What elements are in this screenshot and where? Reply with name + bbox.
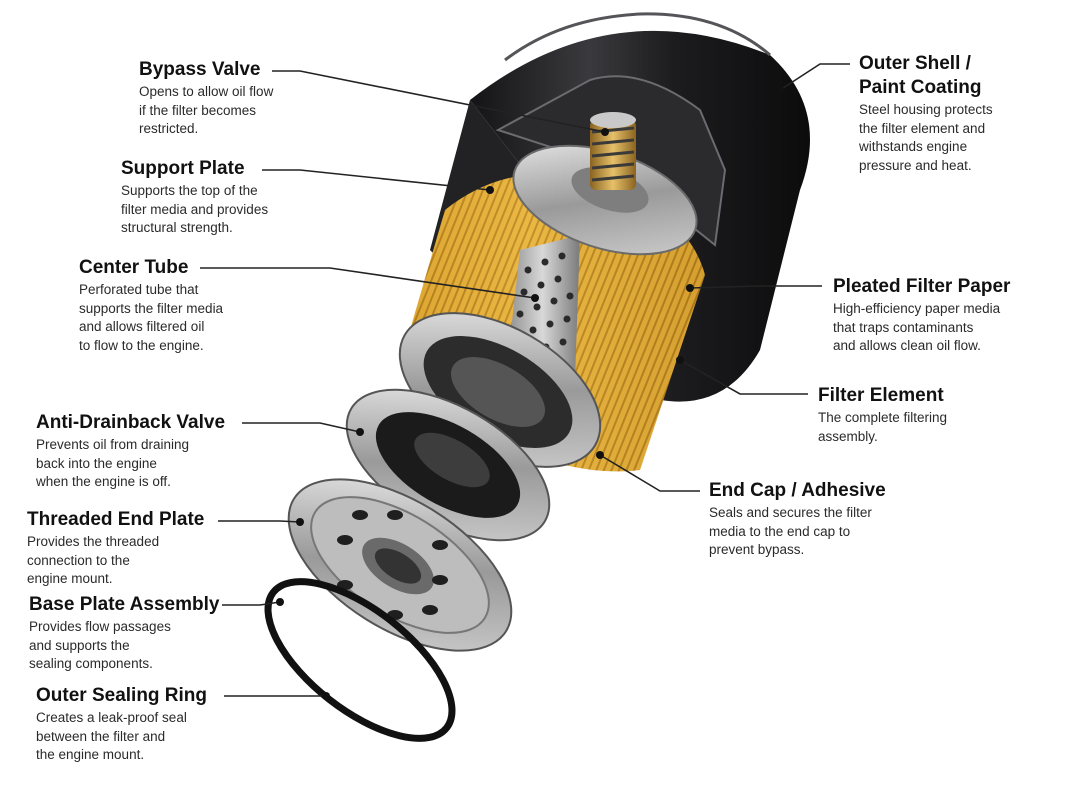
label-base-plate-assembly: Base Plate Assembly Provides flow passag… [29,594,219,674]
label-filter-element: Filter Element The complete filtering as… [818,385,947,446]
label-description: The complete filtering assembly. [818,409,947,446]
leader-lines [200,63,850,697]
label-title: Outer Sealing Ring [36,685,208,706]
label-title: Threaded End Plate [27,509,205,530]
desc-line: pressure and heat. [859,157,972,173]
label-support-plate: Support Plate Supports the top of the fi… [121,158,268,238]
outer-sealing-ring-art [264,578,456,742]
desc-line: High-efficiency paper media [833,301,1001,316]
desc-line: withstands engine [859,139,968,154]
bypass-valve-art [590,112,636,190]
desc-line: assembly. [818,428,878,444]
label-title: Outer Shell / [859,53,971,74]
desc-line: Creates a leak-proof seal [36,710,187,725]
label-title: End Cap / Adhesive [709,480,886,501]
desc-line: between the filter and [36,728,166,744]
desc-line: Seals and secures the filter [709,505,872,520]
label-title: Support Plate [121,158,245,179]
desc-line: media to the end cap to [709,523,851,539]
label-description: Opens to allow oil flow if the filter be… [139,83,273,139]
desc-line: structural strength. [121,220,233,235]
label-pleated-filter-paper: Pleated Filter Paper High-efficiency pap… [833,276,1010,356]
desc-line: Perforated tube that [79,282,199,297]
desc-line: Steel housing protects [859,102,993,117]
desc-line: Opens to allow oil flow [139,84,274,99]
desc-line: the filter element and [859,120,986,136]
label-outer-sealing-ring: Outer Sealing Ring Creates a leak-proof … [36,685,207,765]
desc-line: when the engine is off. [36,474,171,489]
desc-line: connection to the [27,552,130,568]
desc-line: and allows filtered oil [79,319,205,334]
label-description: High-efficiency paper media that traps c… [833,300,1010,356]
label-description: Creates a leak-proof seal between the fi… [36,709,207,765]
label-title: Pleated Filter Paper [833,276,1011,297]
desc-line: back into the engine [36,455,157,471]
desc-line: The complete filtering [818,410,948,425]
label-end-cap-adhesive: End Cap / Adhesive Seals and secures the… [709,480,886,560]
desc-line: prevent bypass. [709,542,805,557]
desc-line: filter media and provides [121,201,269,217]
label-description: Provides the threaded connection to the … [27,533,204,589]
desc-line: Prevents oil from draining [36,437,190,452]
label-description: Supports the top of the filter media and… [121,182,268,238]
desc-line: to flow to the engine. [79,337,204,353]
label-title-line2: Paint Coating [859,77,982,98]
threaded-end-plate-art [287,478,513,652]
label-description: Prevents oil from draining back into the… [36,436,225,492]
label-description: Perforated tube that supports the filter… [79,281,223,355]
label-description: Steel housing protects the filter elemen… [859,101,993,175]
label-anti-drainback-valve: Anti-Drainback Valve Prevents oil from d… [36,412,225,492]
label-outer-shell: Outer Shell / Paint Coating Steel housin… [859,53,993,175]
desc-line: Provides flow passages [29,619,171,634]
label-title: Bypass Valve [139,59,261,80]
label-bypass-valve: Bypass Valve Opens to allow oil flow if … [139,59,273,139]
label-title: Filter Element [818,385,944,406]
label-description: Provides flow passages and supports the … [29,618,219,674]
label-center-tube: Center Tube Perforated tube that support… [79,257,223,355]
desc-line: Provides the threaded [27,534,160,549]
desc-line: and allows clean oil flow. [833,338,981,353]
label-threaded-end-plate: Threaded End Plate Provides the threaded… [27,509,204,589]
label-description: Seals and secures the filter media to th… [709,504,886,560]
desc-line: restricted. [139,121,199,136]
desc-line: that traps contaminants [833,319,974,335]
label-title: Anti-Drainback Valve [36,412,226,433]
leader-dots [276,86,784,700]
desc-line: supports the filter media [79,300,224,316]
label-title: Center Tube [79,257,189,278]
desc-line: and supports the [29,637,130,653]
desc-line: Supports the top of the [121,183,258,198]
desc-line: engine mount. [27,571,113,586]
desc-line: the engine mount. [36,747,145,762]
desc-line: if the filter becomes [139,102,257,118]
desc-line: sealing components. [29,656,153,671]
label-title: Base Plate Assembly [29,594,220,615]
